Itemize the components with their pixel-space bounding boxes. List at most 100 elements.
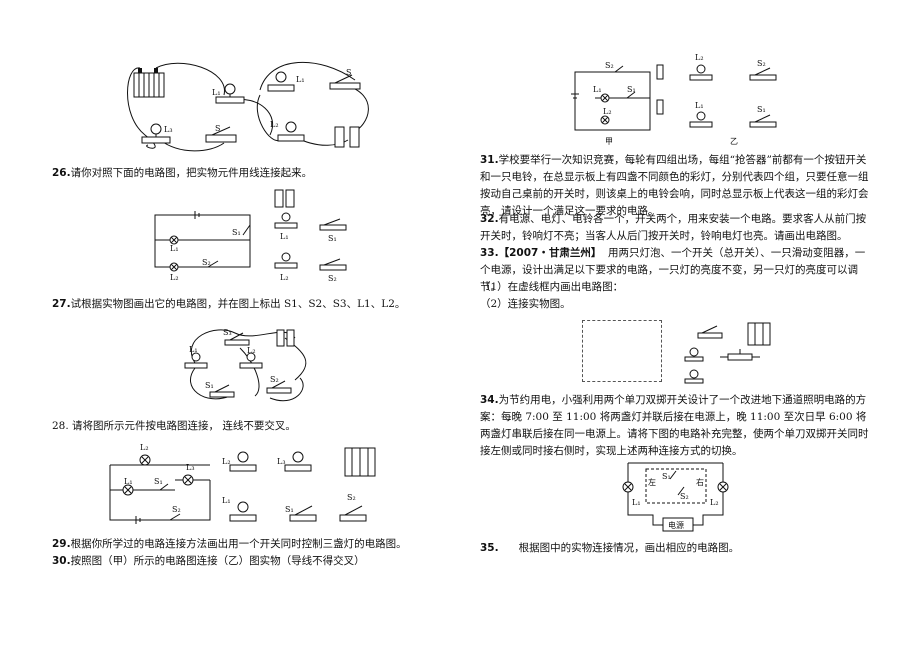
bulb-l2-part-icon (229, 451, 257, 472)
label-s1-part: S₁ (285, 505, 294, 514)
label-yi: 乙 (730, 137, 738, 146)
label-l3-part: L₃ (277, 457, 286, 466)
switch-s2-part-icon (319, 258, 347, 271)
cells-icon (334, 126, 360, 148)
switch-icon (697, 325, 723, 339)
label-l1: L₁ (189, 345, 198, 354)
label-s-left: S (215, 124, 220, 133)
bulb-l1-icon (184, 352, 208, 369)
switch-s2-icon (266, 380, 292, 394)
label-l2: L₂ (270, 120, 279, 129)
switch-s1-part-icon (319, 218, 347, 231)
bulb-icon (684, 369, 704, 384)
label-l2-part: L₂ (695, 53, 704, 62)
question-26: 26.请你对照下面的电路图，把实物元件用线连接起来。 (52, 167, 313, 179)
figure-28: L₂ L₁ L₃ S₁ S₂ L₂ L₃ L₁ S₁ S₂ (109, 443, 376, 524)
label-s2: S₂ (680, 492, 689, 501)
circuit-diagram-jia (571, 65, 651, 131)
switch-s2-part-icon (339, 505, 367, 522)
label-s2: S₂ (172, 505, 181, 514)
label-l2: L₂ (170, 273, 179, 282)
label-l1-right: L₁ (296, 75, 305, 84)
label-l2: L₂ (603, 107, 612, 116)
figure-26: L₁ L₂ S₁ S₂ L₁ S₁ L₂ S₂ (154, 189, 347, 283)
label-left: 左 (648, 477, 656, 487)
question-31: 31.学校要举行一次知识竞赛，每轮有四组出场，每组“抢答器”前都有一个按钮开关和… (480, 154, 869, 217)
label-power: 电源 (668, 520, 684, 530)
bulb-l1-part-icon (274, 212, 298, 229)
circuit-diagram-26 (154, 211, 251, 272)
label-l1: L₁ (593, 85, 602, 94)
battery-box-icon (747, 322, 771, 346)
label-s2-part: S₂ (347, 493, 356, 502)
figure-33-parts (684, 322, 771, 384)
label-l2-part: L₂ (280, 273, 289, 282)
answer-box-dashed[interactable] (582, 320, 662, 382)
label-s1: S₁ (232, 228, 241, 237)
bulb-l3-part-icon (284, 451, 312, 472)
label-l1: L₁ (632, 498, 641, 507)
question-35: 35. 根据图中的实物连接情况，画出相应的电路图。 (480, 542, 740, 554)
label-l3: L₃ (186, 463, 195, 472)
cell-top-icon (656, 64, 664, 80)
switch-s1-icon (209, 384, 235, 398)
switch-s3-icon (224, 332, 250, 346)
switch-s2-part-icon (749, 67, 777, 81)
label-l1-part: L₁ (280, 232, 289, 241)
label-right: 右 (696, 477, 704, 487)
label-l2-part: L₂ (222, 457, 231, 466)
question-33: 33.【2007・甘肃兰州】 用两只灯泡、一个开关（总开关）、一只滑动变阻器，一… (480, 247, 866, 293)
question-28: 28. 请将图所示元件按电路图连接， 连线不要交叉。 (52, 420, 296, 432)
label-jia: 甲 (605, 137, 613, 146)
switch-s1-part-icon (749, 114, 777, 128)
label-l1: L₁ (124, 477, 133, 486)
question-33-sub2: （2）连接实物图。 (480, 298, 571, 310)
label-s1-part: S₁ (328, 234, 337, 243)
figure-top-left-real-circuit: L₃ L₁ S L₁ S L₂ (127, 61, 369, 152)
bulb-l2-part-icon (274, 252, 298, 269)
label-s1: S₁ (627, 85, 636, 94)
label-s1: S₁ (154, 477, 163, 486)
question-29: 29.根据你所学过的电路连接方法画出用一个开关同时控制三盏灯的电路图。 (52, 538, 407, 550)
label-s2: S₂ (270, 375, 279, 384)
label-l2: L₂ (710, 498, 719, 507)
label-s2: S₂ (202, 258, 211, 267)
label-s1-part: S₁ (757, 105, 766, 114)
bulb-l1-icon (215, 83, 245, 104)
bulb-l2-part-icon (689, 64, 713, 81)
label-l2: L₂ (140, 443, 149, 452)
question-32: 32.有电源、电灯、电铃各一个，开关两个，用来安装一个电路。要求客人从前门按开关… (480, 213, 867, 242)
rheostat-icon (720, 349, 760, 361)
label-l2: L₂ (247, 346, 256, 355)
label-l1-part: L₁ (695, 101, 704, 110)
switch-right-icon (329, 74, 361, 90)
label-l1-part: L₁ (222, 496, 231, 505)
question-30: 30.按照图（甲）所示的电路图连接（乙）图实物（导线不得交叉） (52, 555, 365, 567)
battery-box-icon (344, 447, 376, 477)
switch-s1-part-icon (289, 505, 317, 522)
question-27: 27.试根据实物图画出它的电路图，并在图上标出 S1、S2、S3、L1、L2。 (52, 298, 406, 310)
circuit-diagram-28 (109, 454, 211, 524)
bulb-l2-icon (239, 352, 263, 369)
label-l1: L₁ (212, 88, 221, 97)
label-l1: L₁ (170, 244, 179, 253)
figure-30: S₂ S₁ L₁ L₂ 甲 L₂ L₁ S₂ S₁ 乙 (571, 53, 777, 146)
cells-icon (274, 189, 295, 208)
label-s-right: S (346, 68, 351, 77)
cells-icon (276, 329, 295, 347)
bulb-l1-part-icon (229, 501, 257, 522)
bulb-l1-part-icon (689, 111, 713, 128)
bulb-top-right-icon (267, 71, 295, 92)
label-s1: S₁ (662, 472, 671, 481)
question-33-sub1: （1）在虚线框内画出电路图： (480, 281, 624, 293)
label-s3: S₃ (223, 328, 232, 337)
switch-s-icon (205, 126, 237, 143)
label-s1: S₁ (205, 381, 214, 390)
bulb-l3-icon (141, 123, 171, 144)
label-s2-part: S₂ (757, 59, 766, 68)
figure-34: 左 右 S₁ S₂ L₁ L₂ 电源 (622, 462, 729, 532)
cell-bottom-icon (656, 99, 664, 115)
battery-box-icon (133, 68, 165, 98)
figure-27: S₃ L₂ L₁ S₁ S₂ (184, 328, 307, 402)
bulb-l2-icon (277, 121, 305, 142)
